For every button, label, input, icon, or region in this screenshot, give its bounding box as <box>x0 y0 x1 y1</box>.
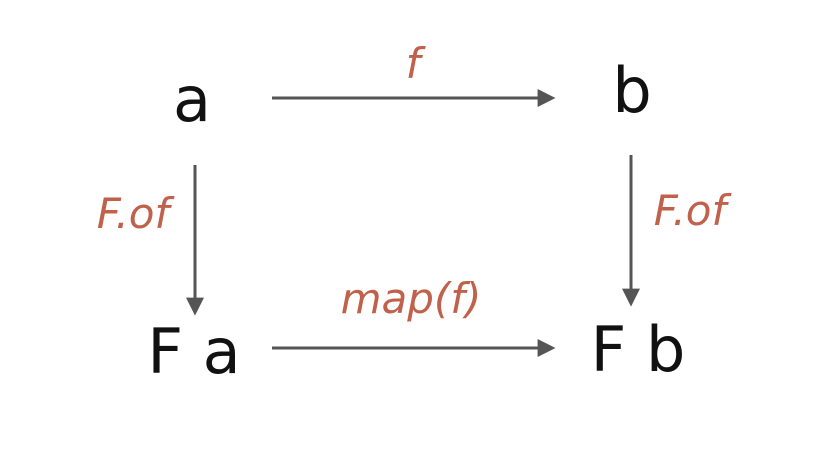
node-a: a <box>173 63 211 136</box>
node-fa: F a <box>147 315 240 388</box>
label-right: F.of <box>654 186 733 235</box>
label-left: F.of <box>97 189 176 238</box>
label-top: f <box>406 39 427 88</box>
label-bottom: map(f) <box>341 274 482 323</box>
node-fb: F b <box>591 313 686 386</box>
node-b: b <box>612 54 651 127</box>
